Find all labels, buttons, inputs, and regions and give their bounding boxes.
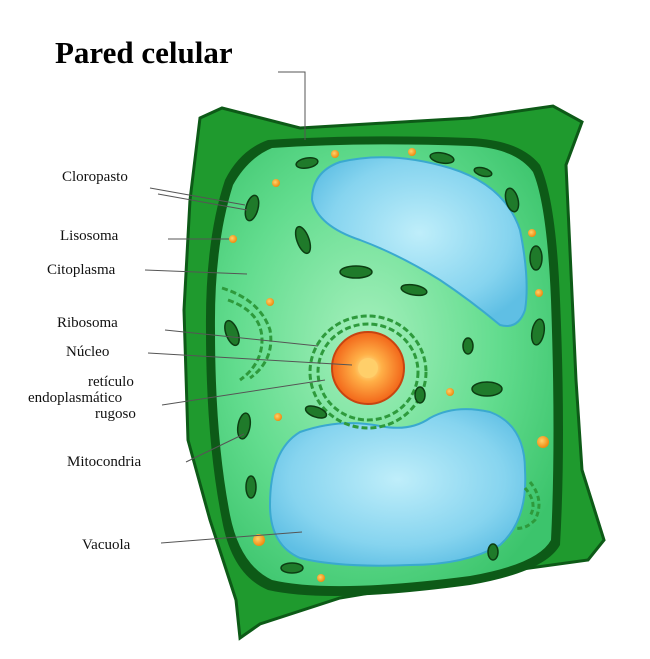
leader-lines — [144, 71, 353, 544]
label-lisosoma: Lisosoma — [60, 228, 119, 244]
label-cloroplasto: Cloropasto — [62, 169, 128, 185]
lysosomes — [229, 148, 549, 582]
label-reticulo-2: endoplasmático — [28, 390, 122, 406]
vacuole-lower — [268, 408, 527, 567]
chloroplasts — [224, 151, 546, 574]
rough-er — [308, 314, 428, 430]
label-citoplasma: Citoplasma — [47, 262, 116, 278]
vacuole-upper — [310, 156, 528, 327]
label-vacuola: Vacuola — [82, 537, 131, 553]
label-nucleo: Núcleo — [66, 344, 109, 360]
rough-er-right — [514, 481, 541, 530]
nucleolus — [358, 358, 378, 378]
label-reticulo-3: rugoso — [95, 406, 136, 422]
title-pared-celular: Pared celular — [55, 35, 233, 70]
label-mitocondria: Mitocondria — [67, 454, 141, 470]
label-ribosoma: Ribosoma — [57, 315, 118, 331]
label-reticulo-1: retículo — [88, 374, 134, 390]
